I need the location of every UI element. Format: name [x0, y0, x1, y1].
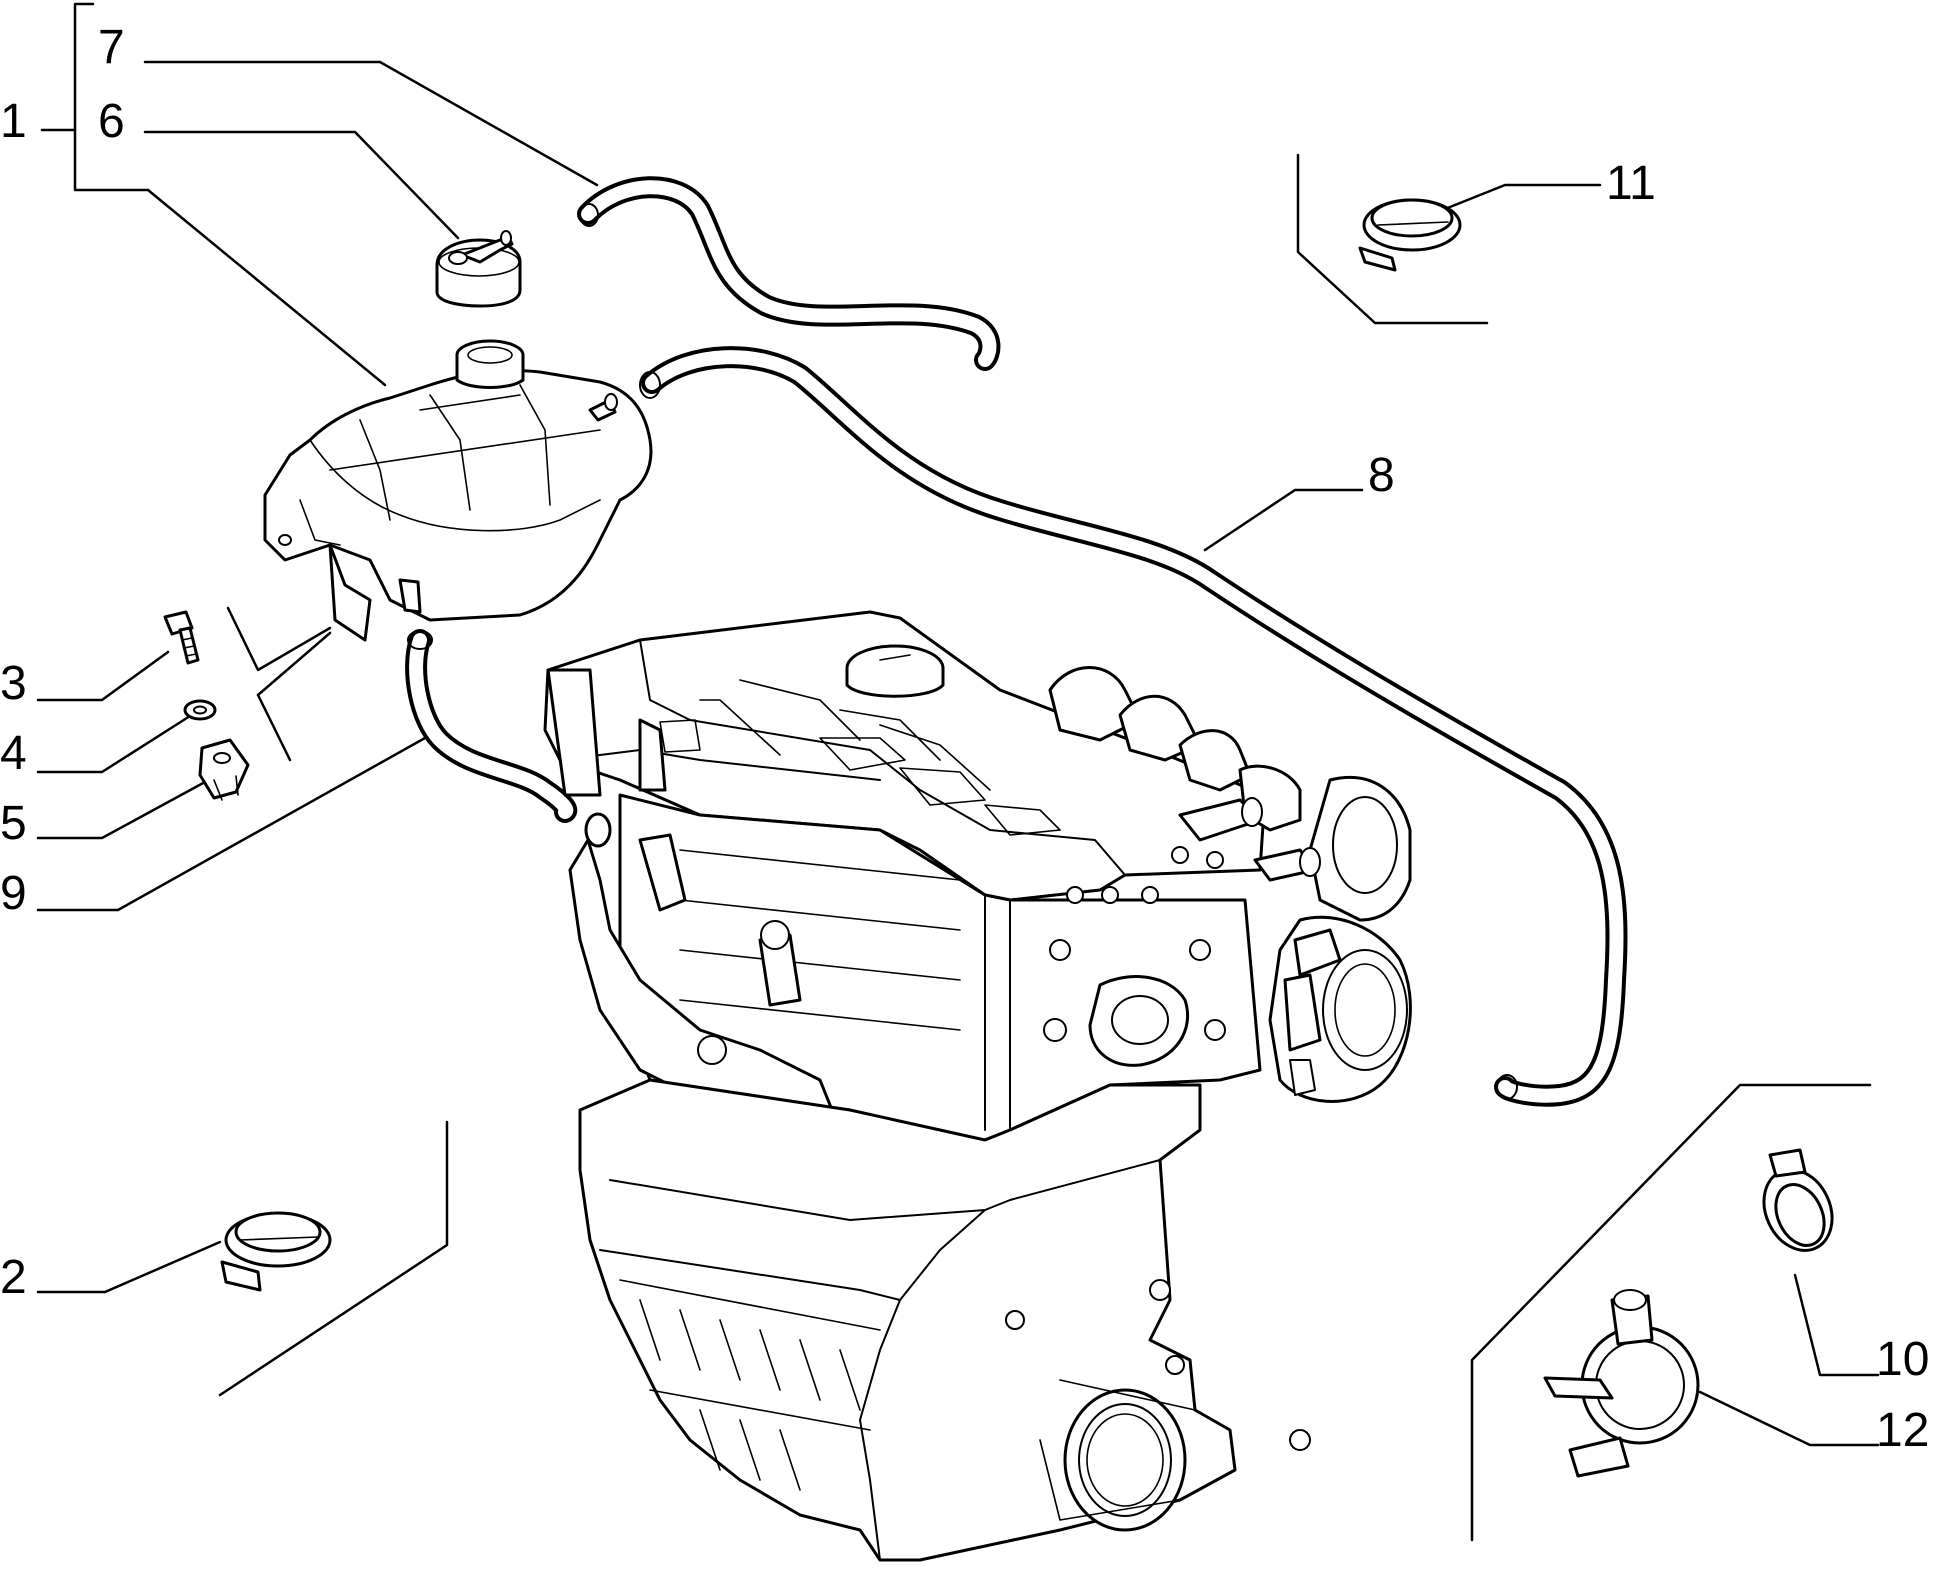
leader-6 [143, 130, 460, 240]
leader-9 [36, 736, 427, 912]
callout-3: 3 [0, 657, 27, 710]
leader-8 [1203, 488, 1364, 552]
leader-11 [1428, 183, 1602, 217]
bracket-3-5b [256, 693, 292, 762]
hose-clamp-2 [220, 1211, 332, 1292]
hose-7 [577, 176, 1001, 371]
callout-2: 2 [0, 1251, 27, 1304]
leader-group-bracket [73, 2, 150, 192]
engine-block [543, 610, 1412, 1562]
bracket-3-5 [226, 606, 332, 672]
callout-6: 6 [98, 95, 125, 148]
pressure-cap [435, 230, 522, 308]
leader-12 [1698, 1390, 1880, 1447]
leader-7 [143, 60, 599, 187]
bracket-3-5c [256, 631, 332, 697]
callout-11: 11 [1606, 157, 1656, 210]
leader-3 [36, 650, 170, 702]
hoses [405, 176, 1628, 1107]
bracket-10-12 [1470, 1083, 1872, 1542]
bracket-11 [1296, 153, 1489, 325]
leader-4 [36, 714, 192, 774]
callout-1: 1 [0, 95, 27, 148]
leader-2 [36, 1240, 222, 1294]
leader-10 [1793, 1273, 1880, 1377]
callout-5: 5 [0, 797, 27, 850]
washer-4 [183, 699, 217, 721]
bracket-2 [218, 1120, 449, 1397]
callout-7: 7 [98, 21, 125, 74]
callout-9: 9 [0, 867, 27, 920]
callout-8: 8 [1368, 449, 1395, 502]
callout-4: 4 [0, 727, 27, 780]
hose-clip-12 [1543, 1289, 1700, 1478]
callout-10: 10 [1876, 1333, 1930, 1386]
callout-12: 12 [1876, 1404, 1930, 1457]
leader-5 [36, 780, 207, 840]
hose-clamp-11 [1358, 198, 1462, 272]
clip-nut-5 [198, 738, 250, 801]
expansion-tank [263, 339, 653, 642]
leader-lines [36, 2, 1880, 1542]
leader-1 [146, 188, 387, 387]
hose-clamp-10 [1762, 1148, 1834, 1252]
bolt-3 [163, 610, 200, 665]
